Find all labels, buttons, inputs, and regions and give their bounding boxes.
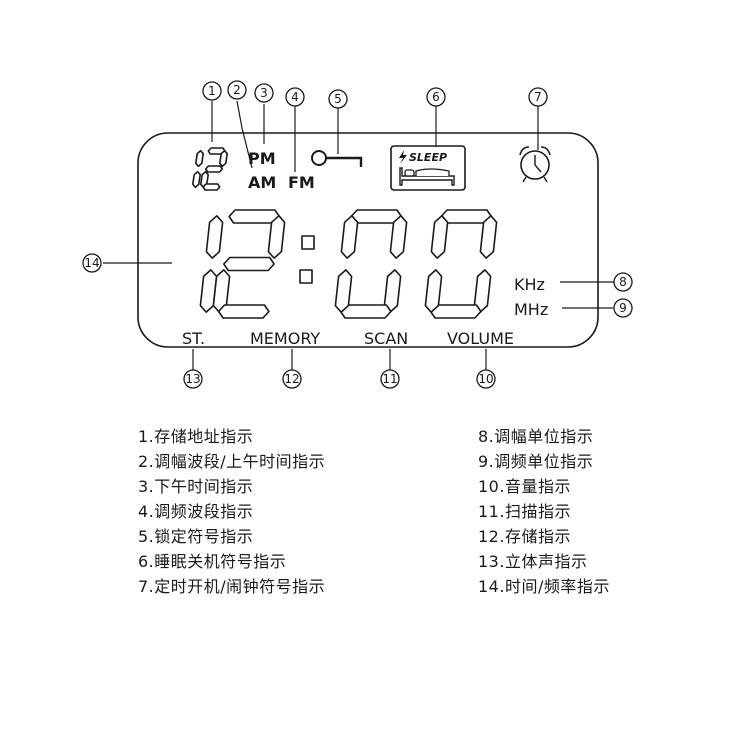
digit-segment-b	[195, 149, 204, 168]
digit-segment-d	[429, 304, 482, 319]
callout-6: 6	[426, 87, 446, 107]
callout-circle	[183, 369, 203, 389]
callout-circle	[528, 87, 548, 107]
legend-item: 9.调频单位指示	[478, 452, 594, 471]
callout-circle	[227, 80, 247, 100]
digit-segment-c	[192, 170, 201, 189]
legend-item: 7.定时开机/闹钟符号指示	[138, 577, 326, 596]
callout-number: 5	[334, 92, 342, 106]
callout-14: 14	[82, 253, 102, 273]
callout-circle	[328, 89, 348, 109]
stereo-indicator: ST.	[182, 329, 205, 348]
legend-item: 5.锁定符号指示	[138, 527, 254, 546]
leader-lines	[103, 100, 615, 371]
scan-indicator: SCAN	[364, 329, 408, 348]
digit-segment-e	[424, 269, 443, 313]
digit-segment-f	[340, 215, 359, 259]
callout-10: 10	[476, 369, 496, 389]
legend-item: 1.存储地址指示	[138, 427, 254, 446]
digit-segment-b	[479, 215, 498, 259]
callout-9: 9	[613, 298, 633, 318]
callout-number: 13	[185, 372, 200, 386]
memory-indicator: MEMORY	[250, 329, 320, 348]
pm-indicator: PM	[248, 149, 276, 168]
callout-circle	[254, 83, 274, 103]
digit-segment-g	[204, 165, 224, 173]
callout-2: 2	[227, 80, 247, 100]
key-lock-icon	[311, 150, 363, 167]
callout-circle	[476, 369, 496, 389]
callout-8: 8	[613, 272, 633, 292]
sleep-label: SLEEP	[409, 151, 447, 164]
legend-item: 8.调幅单位指示	[478, 427, 594, 446]
digit-segment-f	[430, 215, 449, 259]
time-colon	[299, 235, 315, 284]
legend-right-column: 8.调幅单位指示 9.调频单位指示 10.音量指示 11.扫描指示 12.存储指…	[478, 424, 610, 599]
callout-number: 2	[233, 83, 241, 97]
callout-circle	[613, 298, 633, 318]
callout-number: 4	[291, 90, 299, 104]
digit-segment-b	[389, 215, 408, 259]
am-indicator: AM	[248, 173, 276, 192]
lcd-display-diagram: PM AM FM SLEEP KHz MHz ST. MEMORY SCAN V…	[82, 80, 633, 389]
digit-segment-b	[219, 149, 228, 168]
callout-13: 13	[183, 369, 203, 389]
callout-12: 12	[282, 369, 302, 389]
callout-3: 3	[254, 83, 274, 103]
callout-number: 3	[260, 86, 268, 100]
digit-segment-d	[217, 304, 270, 319]
sleep-bed-icon: SLEEP	[390, 145, 466, 191]
callout-number: 12	[284, 372, 299, 386]
digit-segment-d	[202, 183, 221, 191]
callout-circle	[285, 87, 305, 107]
callout-number: 6	[432, 90, 440, 104]
callout-number: 11	[382, 372, 397, 386]
digit-segment-b	[205, 215, 224, 259]
callout-number: 14	[84, 256, 99, 270]
alarm-clock-icon	[519, 146, 551, 183]
callout-number: 10	[478, 372, 493, 386]
callout-4: 4	[285, 87, 305, 107]
callout-circle	[380, 369, 400, 389]
callout-circle	[202, 81, 222, 101]
callout-number: 7	[534, 90, 542, 104]
legend-item: 2.调幅波段/上午时间指示	[138, 452, 326, 471]
callout-11: 11	[380, 369, 400, 389]
memory-address-digits	[192, 147, 228, 191]
digit-segment-d	[339, 304, 392, 319]
digit-segment-g	[223, 256, 275, 272]
callout-circle	[282, 369, 302, 389]
callout-circle	[426, 87, 446, 107]
legend-item: 11.扫描指示	[478, 502, 571, 521]
callout-circle	[613, 272, 633, 292]
callout-7: 7	[528, 87, 548, 107]
fm-indicator: FM	[288, 173, 315, 192]
callout-1: 1	[202, 81, 222, 101]
khz-indicator: KHz	[514, 275, 545, 294]
callout-number: 9	[619, 301, 627, 315]
legend-item: 6.睡眠关机符号指示	[138, 552, 287, 571]
callout-number: 8	[619, 275, 627, 289]
time-frequency-digits	[199, 209, 498, 319]
legend-item: 3.下午时间指示	[138, 477, 254, 496]
mhz-indicator: MHz	[514, 300, 548, 319]
volume-indicator: VOLUME	[447, 329, 514, 348]
digit-segment-e	[334, 269, 353, 313]
callout-5: 5	[328, 89, 348, 109]
legend-item: 10.音量指示	[478, 477, 571, 496]
legend-item: 12.存储指示	[478, 527, 571, 546]
legend-left-column: 1.存储地址指示 2.调幅波段/上午时间指示 3.下午时间指示 4.调频波段指示…	[138, 424, 325, 599]
callout-circle	[82, 253, 102, 273]
legend-item: 4.调频波段指示	[138, 502, 254, 521]
digit-segment-b	[267, 215, 286, 259]
legend-item: 13.立体声指示	[478, 552, 588, 571]
legend-item: 14.时间/频率指示	[478, 577, 610, 596]
callout-number: 1	[208, 84, 216, 98]
